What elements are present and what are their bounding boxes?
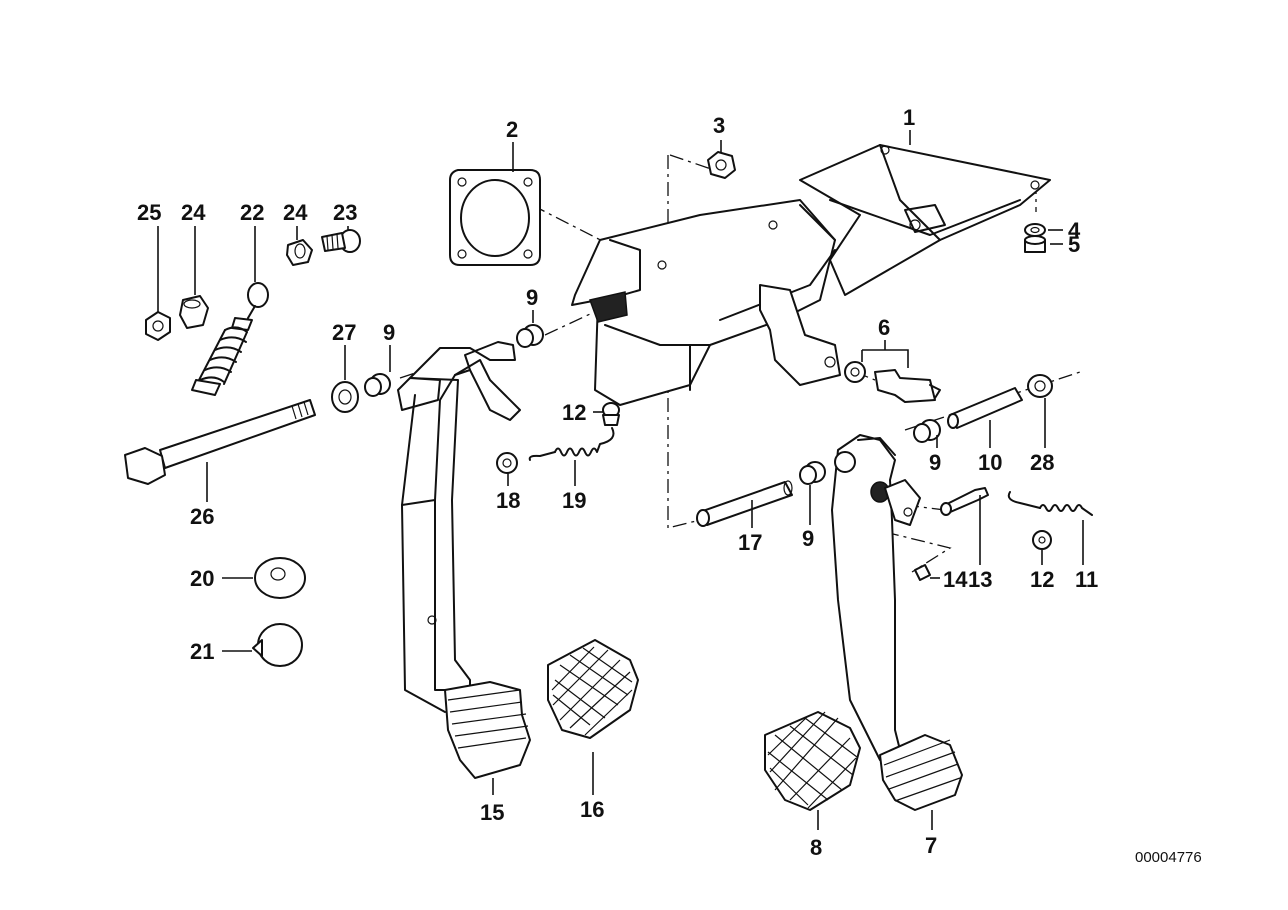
callout-labels: 1 2 3 4 5 6 7 8 9 9 9 9 10 11 12 12 13 1…: [137, 105, 1202, 866]
leader-lines: [157, 130, 1084, 830]
callout-15: 15: [480, 800, 504, 825]
part-15-clutch-pedal: [397, 341, 531, 779]
part-14-clip: [914, 564, 931, 581]
callout-16: 16: [580, 797, 604, 822]
callout-27: 27: [332, 320, 356, 345]
callout-3: 3: [713, 113, 725, 138]
part-20-stopper: [254, 557, 306, 599]
callout-24-left: 24: [181, 200, 206, 225]
callout-9-left: 9: [383, 320, 395, 345]
part-7-brake-pedal: [831, 434, 963, 811]
part-23-screw: [321, 229, 361, 253]
part-1-bracket: [799, 144, 1051, 296]
part-2-gasket: [449, 169, 541, 266]
part-27-washer: [331, 381, 359, 413]
part-28-nut: [1027, 374, 1053, 398]
callout-21: 21: [190, 639, 214, 664]
callout-9-right: 9: [929, 450, 941, 475]
callout-13: 13: [968, 567, 992, 592]
part-13-pivot-pin: [940, 487, 989, 516]
part-24-bushing-b: [286, 239, 313, 266]
callout-14: 14: [943, 567, 968, 592]
part-11-return-spring: [1007, 491, 1093, 516]
part-24-bushing-a: [179, 295, 209, 329]
callout-19: 19: [562, 488, 586, 513]
callout-11: 11: [1075, 567, 1098, 592]
part-19-spring: [528, 427, 615, 461]
part-21-cap: [252, 623, 303, 667]
callout-17: 17: [738, 530, 762, 555]
callout-18: 18: [496, 488, 520, 513]
callout-26: 26: [190, 504, 214, 529]
callout-28: 28: [1030, 450, 1054, 475]
part-8-pedal-pad: [764, 711, 861, 811]
callout-12-upper: 12: [562, 400, 586, 425]
part-9-bushing-a: [516, 324, 544, 348]
callout-1: 1: [903, 105, 915, 130]
part-9-bushing-b: [364, 373, 391, 397]
part-9-bushing-c: [913, 419, 941, 443]
part-10-sleeve: [947, 387, 1023, 429]
callout-23: 23: [333, 200, 357, 225]
callout-6: 6: [878, 315, 890, 340]
callout-10: 10: [978, 450, 1002, 475]
callout-22: 22: [240, 200, 264, 225]
part-16-pedal-pad: [547, 639, 639, 739]
callout-8: 8: [810, 835, 822, 860]
part-17-sleeve: [696, 480, 793, 527]
part-26-bolt: [124, 399, 316, 485]
callout-5: 5: [1068, 232, 1080, 257]
callout-4: 4: [1068, 218, 1081, 243]
pivot-bracket-right: [759, 284, 841, 386]
callout-25: 25: [137, 200, 161, 225]
part-25-nut: [145, 311, 171, 341]
part-5-bolt: [1024, 235, 1046, 253]
part-9-bushing-d: [799, 461, 826, 485]
callout-24-right: 24: [283, 200, 308, 225]
part-22-over-center-spring: [191, 282, 269, 396]
callout-2: 2: [506, 117, 518, 142]
callout-7: 7: [925, 833, 937, 858]
part-3-nut: [707, 151, 736, 179]
part-4-washer: [1024, 223, 1046, 237]
part-12-clip-b: [1032, 530, 1052, 550]
part-12-clip-a: [602, 402, 620, 426]
part-18-nut: [496, 452, 518, 474]
pedal-box-housing: [571, 199, 836, 406]
callout-12-lower: 12: [1030, 567, 1054, 592]
diagram-reference-number: 00004776: [1135, 849, 1202, 866]
callout-9-lower: 9: [802, 526, 814, 551]
part-6-brake-light-switch: [844, 361, 941, 403]
callout-9-upper: 9: [526, 285, 538, 310]
callout-20: 20: [190, 566, 214, 591]
